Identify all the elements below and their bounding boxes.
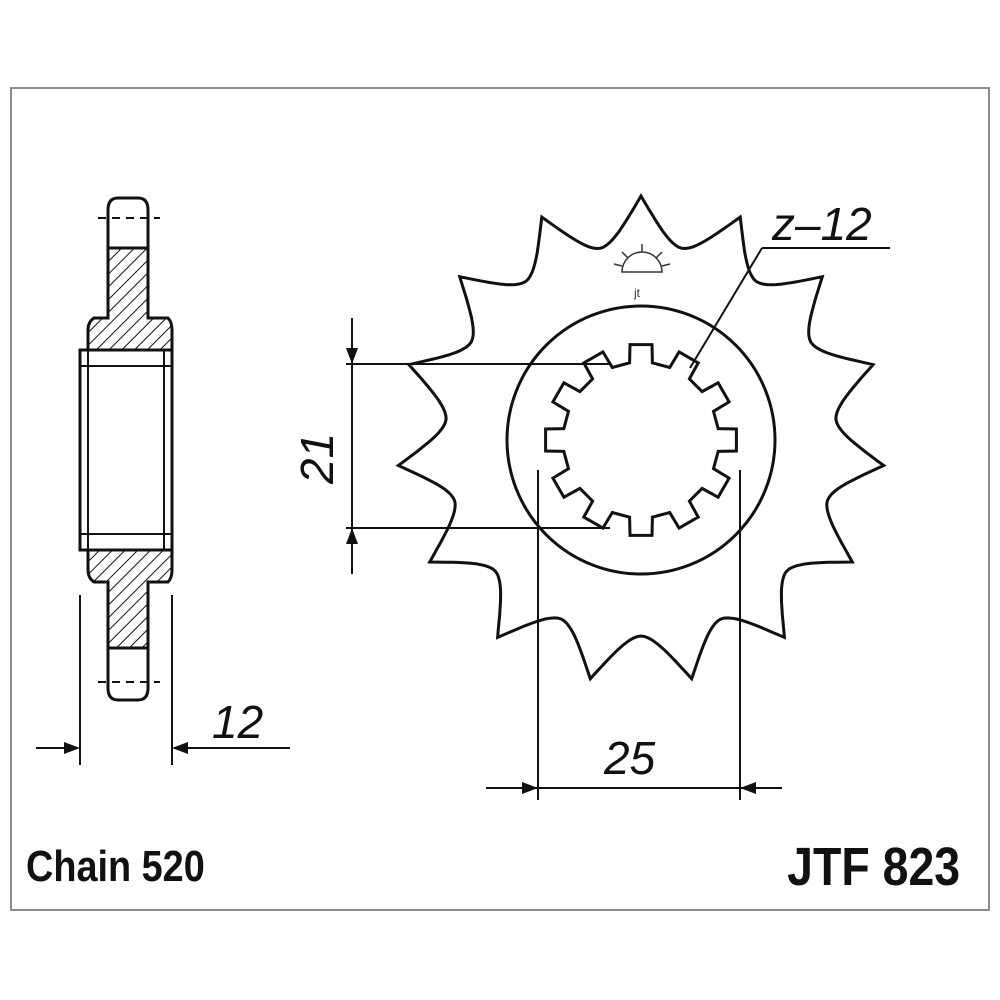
- front-view: [395, 193, 887, 682]
- chain-size-label: Chain 520: [26, 842, 205, 891]
- spline-diameter-dimension-lines: [486, 470, 782, 800]
- profile-section-lower: [86, 548, 174, 650]
- jt-logo: [613, 244, 671, 273]
- inner-diameter-dimension-lines: [346, 318, 610, 574]
- spline-diameter-dimension: 25: [603, 732, 656, 784]
- profile-tooth-bottom: [106, 646, 150, 702]
- side-profile-view: [36, 196, 290, 765]
- profile-section-upper: [86, 246, 174, 352]
- inner-diameter-dimension: 21: [291, 433, 343, 485]
- hub-circle: [505, 304, 777, 576]
- logo-text: jt: [633, 286, 641, 300]
- profile-tooth-top: [106, 196, 150, 250]
- width-dimension: 12: [212, 696, 263, 748]
- drawing-frame: [10, 87, 990, 911]
- profile-hub: [78, 348, 174, 552]
- teeth-leader-line: [689, 247, 763, 369]
- teeth-count-label: z–12: [771, 198, 872, 250]
- spline-bore: [544, 343, 738, 537]
- part-number-label: JTF 823: [787, 837, 960, 897]
